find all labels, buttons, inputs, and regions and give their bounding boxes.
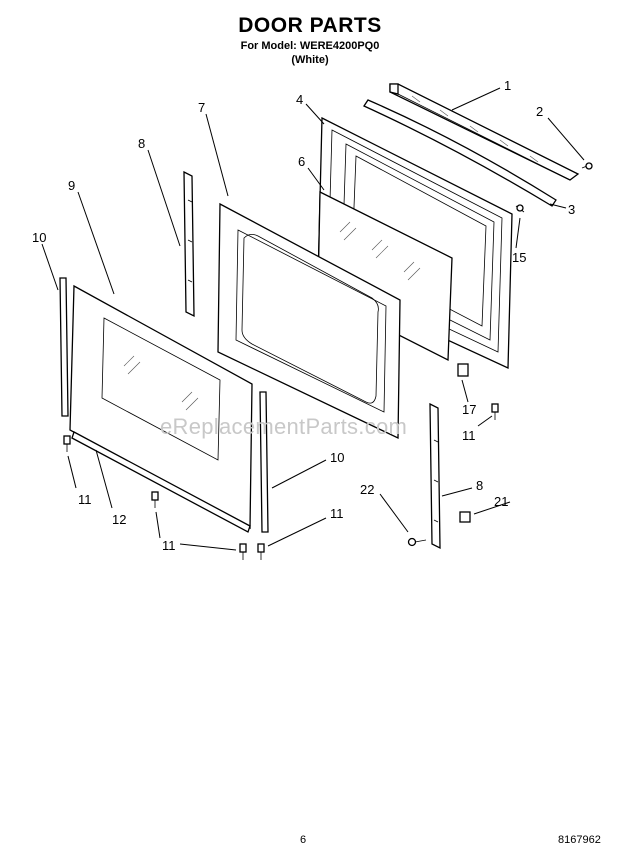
color-variant-label: (White) [291, 54, 329, 66]
door-handle-part [389, 83, 580, 181]
door-hinge-right-part [429, 402, 441, 550]
callout-21: 21 [494, 494, 508, 509]
model-label: For Model: WERE4200PQ0 [240, 40, 380, 52]
callout-22: 22 [360, 482, 374, 497]
bottom-trim-part [71, 431, 251, 533]
callout-2: 2 [536, 104, 543, 119]
callout-8-upper: 8 [138, 136, 145, 151]
side-trim-right-part [259, 391, 269, 533]
callout-leader-lines [41, 87, 585, 551]
page-number: 6 [300, 834, 307, 846]
callout-17: 17 [462, 402, 476, 417]
door-clip-part [457, 363, 469, 377]
callout-11-bottom-right: 11 [330, 506, 344, 521]
callout-12: 12 [112, 512, 126, 527]
callout-6: 6 [298, 154, 305, 169]
callout-4: 4 [296, 92, 303, 107]
door-screw-parts [63, 403, 499, 560]
handle-trim-part [363, 99, 557, 207]
callout-11-left: 11 [78, 492, 92, 507]
side-trim-left-part [59, 277, 69, 417]
hinge-clip-part [459, 511, 471, 523]
callout-11-bottom: 11 [162, 538, 176, 553]
page-title: DOOR PARTS [238, 14, 382, 37]
callout-7: 7 [198, 100, 205, 115]
callout-9: 9 [68, 178, 75, 193]
handle-screw-part [581, 162, 593, 170]
callout-8-lower: 8 [476, 478, 483, 493]
callout-10-left: 10 [32, 230, 46, 245]
liner-screw-part [515, 204, 525, 213]
callout-15: 15 [512, 250, 526, 265]
door-frame-part [217, 202, 401, 440]
hinge-screw-part [407, 537, 427, 547]
callout-10-right: 10 [330, 450, 344, 465]
door-hinge-left-part [183, 170, 195, 318]
document-number: 8167962 [558, 834, 601, 846]
callout-1: 1 [504, 78, 511, 93]
watermark-text: eReplacementParts.com [160, 414, 408, 439]
callout-11-right: 11 [462, 428, 476, 443]
callout-3: 3 [568, 202, 575, 217]
